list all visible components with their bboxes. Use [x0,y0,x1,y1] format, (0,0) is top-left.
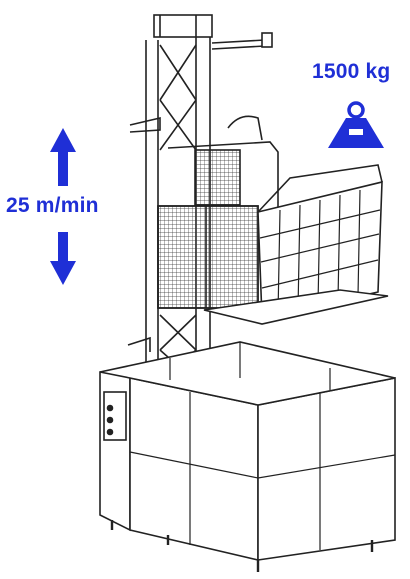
arrow-down-icon [50,232,76,285]
weight-icon [328,101,384,148]
load-capacity-label: 1500 kg [312,60,391,83]
speed-label: 25 m/min [6,194,99,217]
arrow-up-icon [50,128,76,186]
base-enclosure [99,341,396,572]
cabin [157,115,389,325]
mast [127,14,273,383]
